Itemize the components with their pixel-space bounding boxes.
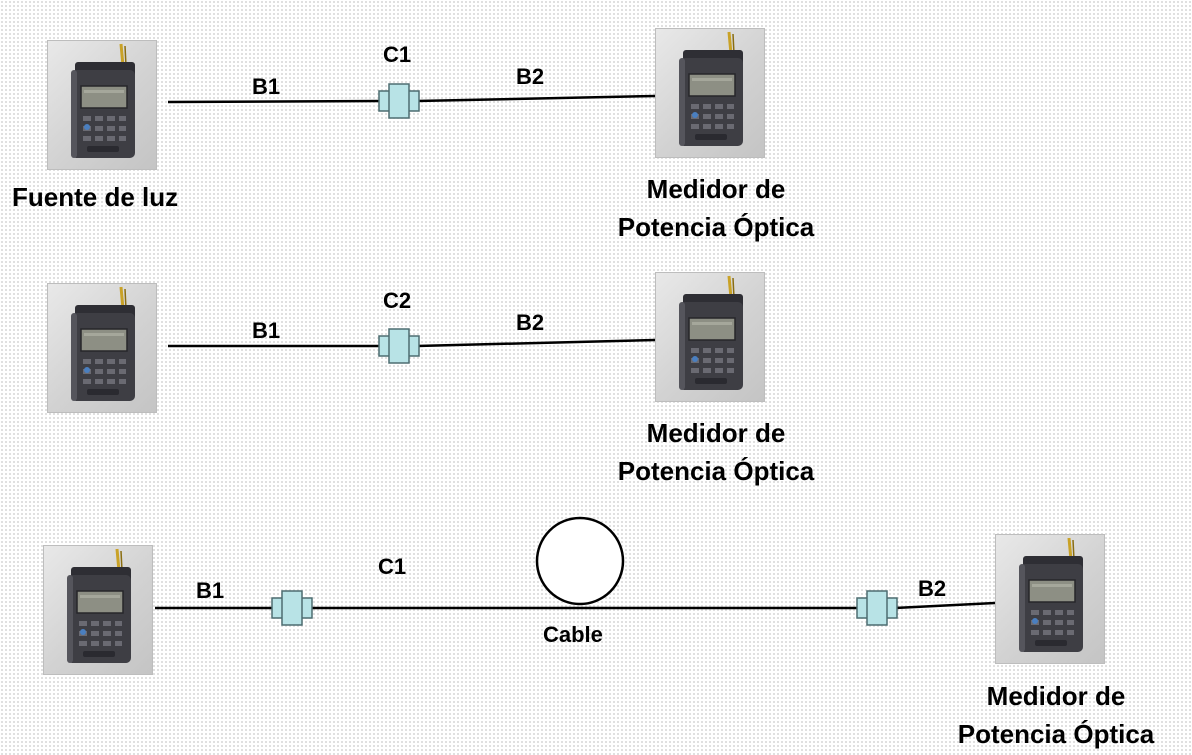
handheld-optical-meter-icon xyxy=(679,275,743,390)
handheld-optical-meter-icon xyxy=(67,548,131,663)
fiber-b2-row1 xyxy=(416,94,656,103)
power-meter-device-row3 xyxy=(995,534,1105,664)
power-meter-device-row1 xyxy=(655,28,765,158)
label-c1-row3: C1 xyxy=(378,554,407,579)
label-c2-row2: C2 xyxy=(383,288,412,313)
fiber-b2-row2 xyxy=(416,338,656,348)
caption-light-source: Fuente de luz xyxy=(12,182,179,212)
caption-line1: Medidor de xyxy=(986,681,1126,711)
label-c1-row1: C1 xyxy=(383,42,412,67)
caption-power-meter-row1: Medidor de Potencia Óptica xyxy=(600,170,832,246)
caption-line2: Potencia Óptica xyxy=(617,212,815,242)
caption-power-meter-row3: Medidor de Potencia Óptica xyxy=(940,677,1172,753)
label-b1-row3: B1 xyxy=(196,578,225,603)
connector-right-row3-icon xyxy=(856,590,898,626)
fiber-b1-row1 xyxy=(167,99,382,104)
light-source-device-row3 xyxy=(43,545,153,675)
connector-left-row3-icon xyxy=(271,590,313,626)
caption-line1: Medidor de xyxy=(646,418,786,448)
light-source-device-row2 xyxy=(47,283,157,413)
handheld-optical-meter-icon xyxy=(71,43,135,158)
label-b2-row2: B2 xyxy=(516,310,545,335)
connector-c1-row1-icon xyxy=(378,83,420,119)
connector-c2-row2-icon xyxy=(378,328,420,364)
handheld-optical-meter-icon xyxy=(71,286,135,401)
label-b1-row2: B1 xyxy=(252,318,281,343)
label-b2-row3: B2 xyxy=(918,576,947,601)
light-source-device-row1 xyxy=(47,40,157,170)
label-b2-row1: B2 xyxy=(516,64,545,89)
handheld-optical-meter-icon xyxy=(679,31,743,146)
cable-spool-icon xyxy=(535,516,625,606)
handheld-optical-meter-icon xyxy=(1019,537,1083,652)
label-b1-row1: B1 xyxy=(252,74,281,99)
caption-line2: Potencia Óptica xyxy=(617,456,815,486)
fiber-b2-row3 xyxy=(894,601,996,610)
caption-line2: Potencia Óptica xyxy=(957,719,1155,749)
caption-power-meter-row2: Medidor de Potencia Óptica xyxy=(600,414,832,490)
caption-line1: Medidor de xyxy=(646,174,786,204)
label-cable: Cable xyxy=(543,622,603,647)
power-meter-device-row2 xyxy=(655,272,765,402)
